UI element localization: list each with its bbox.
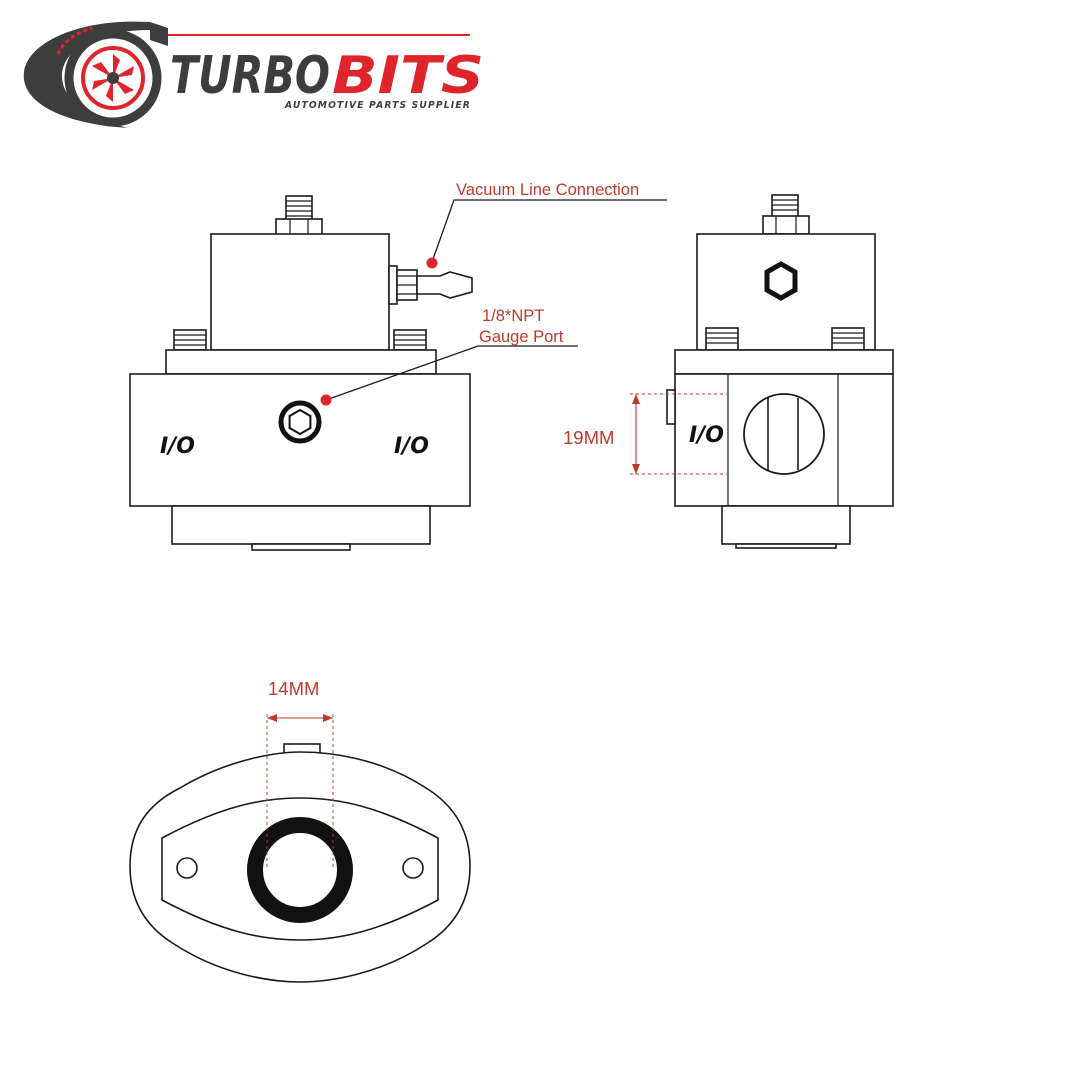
upper-body — [210, 233, 390, 351]
front-io-left-label: I/O — [160, 434, 195, 459]
bolt-left — [173, 329, 207, 351]
outlet-port-icon — [247, 817, 353, 923]
bolt-right — [393, 329, 427, 351]
gauge-callout: 1/8*NPT Gauge Port — [320, 307, 578, 406]
vacuum-callout: Vacuum Line Connection — [426, 181, 667, 269]
side-bolt-right — [831, 327, 865, 351]
brand-name-bits: BITS — [332, 46, 484, 106]
dimension-19mm: 19MM — [563, 393, 728, 475]
gauge-marker — [320, 394, 332, 406]
bottom-cap — [171, 505, 431, 545]
side-hex-nut-icon — [764, 261, 798, 301]
gauge-callout-line1: 1/8*NPT — [482, 307, 544, 325]
turbocharger-icon — [23, 21, 168, 129]
side-flange — [674, 349, 894, 375]
vacuum-callout-label: Vacuum Line Connection — [456, 181, 639, 199]
side-io-label: I/O — [689, 423, 724, 448]
vacuum-marker — [426, 257, 438, 269]
mount-hole-right — [402, 857, 424, 879]
dimension-14mm-label: 14MM — [268, 678, 319, 699]
side-view: I/O 19MM — [563, 194, 894, 549]
gauge-callout-line2: Gauge Port — [479, 328, 564, 346]
side-top-fitting — [762, 194, 810, 235]
mount-hole-left — [176, 857, 198, 879]
top-fitting — [275, 195, 323, 236]
brand-name-turbo: TURBO — [170, 46, 330, 106]
gauge-port-icon — [278, 400, 322, 444]
mid-flange — [165, 349, 437, 375]
side-bottom-cap — [721, 505, 851, 545]
brand-tagline: AUTOMOTIVE PARTS SUPPLIER — [284, 100, 471, 111]
brand-logo: TURBO BITS AUTOMOTIVE PARTS SUPPLIER — [23, 21, 484, 129]
dimension-19mm-label: 19MM — [563, 427, 614, 448]
side-bolt-left — [705, 327, 739, 351]
vacuum-barb — [388, 265, 473, 305]
front-view: I/O I/O Vacuum Line Connection 1/8*NPT G… — [129, 181, 667, 551]
front-io-right-label: I/O — [394, 434, 429, 459]
bottom-view: 14MM — [129, 678, 471, 983]
side-port-icon — [743, 393, 825, 475]
dimension-14mm: 14MM — [266, 678, 334, 870]
